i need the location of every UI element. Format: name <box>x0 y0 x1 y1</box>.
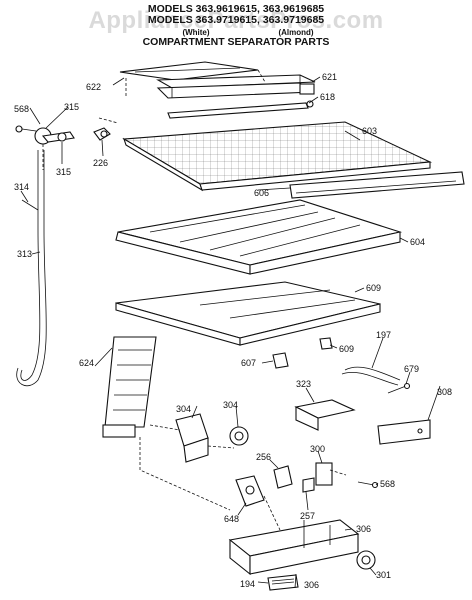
color-almond: (Almond) <box>278 28 314 37</box>
callout-256: 256 <box>256 452 271 462</box>
callout-621: 621 <box>322 72 337 82</box>
callout-315-bottom: 315 <box>56 167 71 177</box>
screw-679 <box>387 382 411 394</box>
tube-clip-314 <box>21 199 39 211</box>
callout-618: 618 <box>320 92 335 102</box>
knob-304 <box>229 426 249 446</box>
knob-301 <box>356 550 376 570</box>
bracket-323 <box>294 399 356 431</box>
callout-308: 308 <box>437 387 452 397</box>
callout-226: 226 <box>93 158 108 168</box>
callout-568: 568 <box>14 104 29 114</box>
callout-313: 313 <box>17 249 32 259</box>
callout-603: 603 <box>362 126 377 136</box>
callout-304-left: 304 <box>176 404 191 414</box>
housing-304 <box>175 413 209 463</box>
separator-bottom-609 <box>115 281 381 346</box>
shelf-frame-621 <box>156 74 316 99</box>
terminal-257 <box>302 477 315 493</box>
damper-315 <box>34 127 75 145</box>
callout-568-right: 568 <box>380 479 395 489</box>
callout-323: 323 <box>296 379 311 389</box>
callout-300: 300 <box>310 444 325 454</box>
screw-568-right <box>357 481 379 489</box>
plate-308 <box>377 419 431 445</box>
filter-194 <box>267 574 299 591</box>
callout-622: 622 <box>86 82 101 92</box>
callout-604: 604 <box>410 237 425 247</box>
thermostat-300 <box>315 462 333 486</box>
callout-194: 194 <box>240 579 255 589</box>
spring-197 <box>341 366 401 386</box>
switch-256 <box>273 465 293 489</box>
separator-top-604 <box>115 199 403 275</box>
callout-301: 301 <box>376 570 391 580</box>
callout-315-top: 315 <box>64 102 79 112</box>
bracket-624 <box>102 336 157 438</box>
drain-tube-313 <box>16 150 47 387</box>
screw-568 <box>15 125 37 133</box>
callout-609-top: 609 <box>366 283 381 293</box>
clip-607 <box>272 352 289 369</box>
shelf-rod-618 <box>167 100 314 119</box>
models-line-1: MODELS 363.9619615, 363.9619685 <box>147 3 325 15</box>
shelf-front-trim-606 <box>289 171 465 199</box>
callout-257: 257 <box>300 511 315 521</box>
control-648 <box>235 475 265 507</box>
callout-607: 607 <box>241 358 256 368</box>
callout-606: 606 <box>254 188 269 198</box>
wire-shelf-603 <box>122 121 433 192</box>
page-title: COMPARTMENT SEPARATOR PARTS <box>142 36 330 48</box>
base-tray-306 <box>228 519 360 576</box>
callout-306-bottom: 306 <box>304 580 319 590</box>
models-line-2: MODELS 363.9719615, 363.9719685 <box>147 14 325 26</box>
callout-304-right: 304 <box>223 400 238 410</box>
callout-306-right: 306 <box>356 524 371 534</box>
color-white: (White) <box>182 28 210 37</box>
callout-648: 648 <box>224 514 239 524</box>
callout-624: 624 <box>79 358 94 368</box>
callout-197: 197 <box>376 330 391 340</box>
callout-609-bottom: 609 <box>339 344 354 354</box>
clip-609 <box>319 337 333 350</box>
callout-679: 679 <box>404 364 419 374</box>
fitting-226 <box>93 127 111 141</box>
callout-314: 314 <box>14 182 29 192</box>
